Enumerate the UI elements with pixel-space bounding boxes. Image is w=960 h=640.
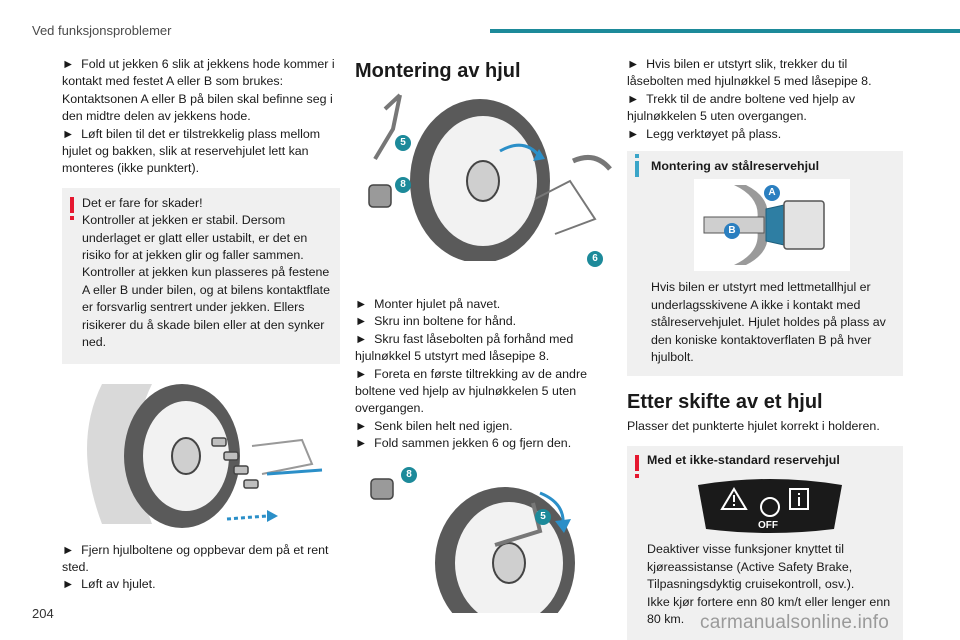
illustration-tighten-bolts: 8 5 [355,462,623,639]
warning-exclamation-icon-2 [635,454,639,478]
callout-8-lower: 8 [401,466,417,483]
step-1: Monter hjulet på navet. [355,296,623,313]
warning-text-1: Deaktiver visse funksjoner knyttet til k… [647,542,855,592]
running-header: Ved funksjonsproblemer [32,23,172,38]
illustration-wheel-bolt: A B [694,179,850,272]
paragraph-store-tools: Legg verktøyet på plass. [627,126,903,143]
warning-box-nonstandard-spare: Med et ikke-standard reservehjul OFF Dea… [627,445,903,640]
off-label: OFF [758,520,778,532]
step-3: Skru fast låsebolten på forhånd med hjul… [355,331,623,366]
warning-text-2: Ikke kjør fortere enn 80 km/t eller leng… [647,594,891,626]
warning-line-2: Kontroller at jekken er stabil. Dersom u… [82,213,308,263]
paragraph-place-punctured-wheel: Plasser det punkterte hjulet korrekt i h… [627,419,880,434]
step-5: Senk bilen helt ned igjen. [355,418,623,435]
info-box-steel-spare: Montering av stålreservehjul A B Hvis bi… [627,151,903,377]
header-accent-bar [490,29,960,33]
info-icon [635,154,639,178]
heading-mounting-wheel: Montering av hjul [355,60,521,82]
illustration-remove-bolts [62,373,340,532]
callout-5: 5 [395,135,411,151]
column-left: Fold ut jekken 6 slik at jekkens hode ko… [62,56,340,594]
warning-title: Med et ikke-standard reservehjul [647,452,840,467]
warning-exclamation-icon [70,196,74,220]
paragraph-lift-car: Løft bilen til det er tilstrekkelig plas… [62,126,340,178]
step-6: Fold sammen jekken 6 og fjern den. [355,435,623,452]
info-text: Hvis bilen er utstyrt med lettmetallhjul… [651,280,886,365]
illustration-mount-wheel: 5 8 6 [355,89,623,267]
mounting-steps: Monter hjulet på navet. Skru inn boltene… [355,296,623,453]
paragraph-lift-off-wheel: Løft av hjulet. [62,576,340,593]
callout-5-lower: 5 [535,508,551,525]
column-right: Hvis bilen er utstyrt slik, trekker du t… [627,56,903,640]
paragraph-remove-bolts: Fjern hjulboltene og oppbevar dem på et … [62,542,340,577]
paragraph-unfold-jack: Fold ut jekken 6 slik at jekkens hode ko… [62,56,340,91]
step-4: Foreta en første tiltrekking av de andre… [355,366,623,418]
callout-B: B [724,223,740,240]
warning-line-3: Kontroller at jekken kun plasseres på fe… [82,265,330,350]
illustration-button-panel: OFF [694,475,846,535]
callout-6: 6 [587,251,603,267]
warning-box-jack: Det er fare for skader! Kontroller at je… [62,187,340,364]
callout-8: 8 [395,177,411,193]
info-title: Montering av stålreservehjul [651,159,820,174]
step-2: Skru inn boltene for hånd. [355,313,623,330]
page-number: 204 [32,606,54,621]
paragraph-tighten-other-bolts: Trekk til de andre boltene ved hjelp av … [627,91,903,126]
callout-A: A [764,185,780,202]
paragraph-lock-bolt: Hvis bilen er utstyrt slik, trekker du t… [627,56,903,91]
paragraph-contact-zone: Kontaktsonen A eller B på bilen skal bef… [62,91,333,124]
warning-line-1: Det er fare for skader! [82,195,203,210]
column-middle: Montering av hjul 5 8 6 Monter hjulet på… [355,56,623,639]
heading-after-wheel-change: Etter skifte av et hjul [627,391,823,414]
watermark: carmanualsonline.info [700,612,890,633]
